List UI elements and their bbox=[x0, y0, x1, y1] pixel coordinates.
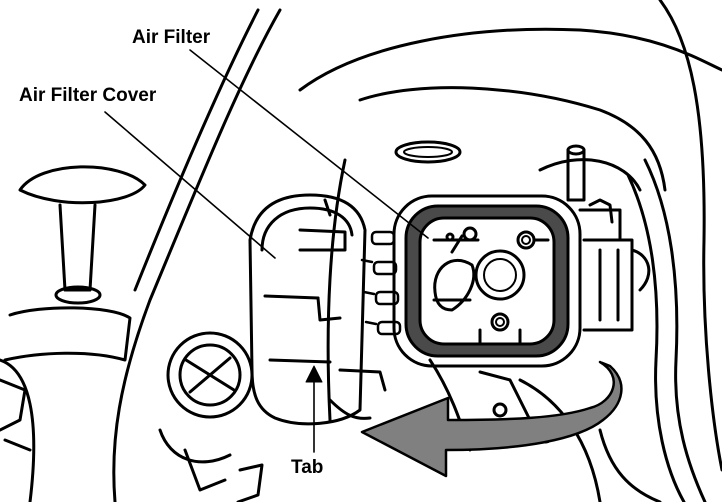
mounting-prongs bbox=[360, 230, 402, 336]
leader-lines bbox=[104, 49, 429, 453]
tab-label: Tab bbox=[291, 457, 324, 478]
air-filter bbox=[392, 194, 582, 368]
tab-arrowhead bbox=[305, 365, 323, 383]
leader-air-filter-cover bbox=[104, 111, 276, 259]
starter-handle bbox=[0, 165, 147, 502]
engine-housing bbox=[112, 0, 722, 502]
rotation-arrow bbox=[360, 360, 623, 478]
air-filter-cover bbox=[248, 193, 387, 426]
air-filter-label: Air Filter bbox=[132, 27, 211, 48]
leader-air-filter bbox=[189, 49, 429, 239]
vent-slot bbox=[394, 140, 462, 164]
air-filter-cover-label: Air Filter Cover bbox=[19, 85, 157, 106]
fuel-cap bbox=[158, 331, 264, 502]
